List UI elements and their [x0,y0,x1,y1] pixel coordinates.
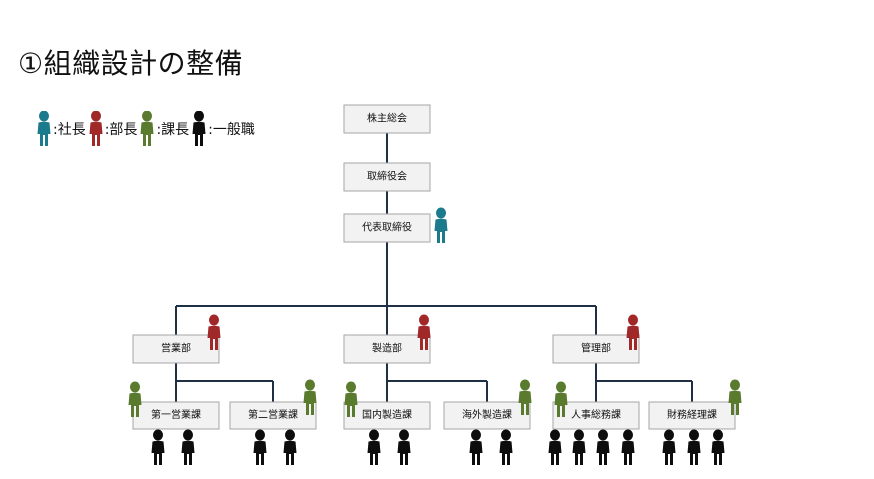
department-box-manufacturing: 製造部 [343,334,431,364]
person-icon [554,381,568,417]
connectors [175,133,693,402]
person-icon [397,429,411,465]
shareholders-meeting-box: 株主総会 [343,104,431,134]
person-icon [548,429,562,465]
box-label: 第二営業課 [248,408,298,421]
legend-item-section-head: :課長 [139,111,191,147]
representative-director-box: 代表取締役 [343,213,431,243]
person-icon [417,314,431,350]
legend-item-president: :社長 [36,111,88,147]
legend-item-division-head: :部長 [88,111,140,147]
section-box: 第一営業課 [132,401,220,430]
person-icon [303,379,317,415]
box-label: 人事総務課 [571,408,621,421]
department-box-administration: 管理部 [552,334,640,364]
person-icon [192,111,206,146]
person-icon [151,429,165,465]
legend-label: :一般職 [208,122,255,138]
board-box: 取締役会 [343,162,431,192]
person-icon [728,379,742,415]
box-label: 国内製造課 [362,408,412,421]
page-title: ①組織設計の整備 [18,47,244,80]
person-icon [37,111,51,146]
department-box-sales: 営業部 [132,334,220,364]
section-box: 第二営業課 [229,401,317,430]
section-box: 国内製造課 [343,401,431,430]
box-label: 取締役会 [367,170,407,183]
person-icon [344,381,358,417]
person-icon [662,429,676,465]
person-icon [207,314,221,350]
box-label: 第一営業課 [151,408,201,421]
person-icon [283,429,297,465]
box-label: 海外製造課 [462,408,512,421]
person-icon [596,429,610,465]
section-box: 海外製造課 [443,401,531,430]
box-label: 代表取締役 [362,221,412,234]
person-icon [469,429,483,465]
role-legend: :社長 :部長 :課長 :一般職 [36,111,257,147]
person-icon [687,429,701,465]
person-icon [89,111,103,146]
person-icon [181,429,195,465]
legend-label: :社長 [53,122,86,138]
people [128,207,742,465]
box-label: 営業部 [161,342,191,355]
person-icon [711,429,725,465]
legend-label: :部長 [104,122,138,138]
section-box: 財務経理課 [648,401,736,430]
person-icon [128,381,142,417]
box-label: 製造部 [372,342,402,355]
person-icon [140,111,154,146]
legend-item-staff: :一般職 [191,111,257,147]
person-icon [626,314,640,350]
person-icon [434,207,448,243]
section-box: 人事総務課 [552,401,640,430]
person-icon [572,429,586,465]
legend-label: :課長 [156,122,190,138]
person-icon [253,429,267,465]
box-label: 管理部 [581,342,611,355]
box-label: 財務経理課 [667,408,717,421]
person-icon [499,429,513,465]
person-icon [621,429,635,465]
person-icon [367,429,381,465]
box-label: 株主総会 [367,112,407,125]
person-icon [518,379,532,415]
